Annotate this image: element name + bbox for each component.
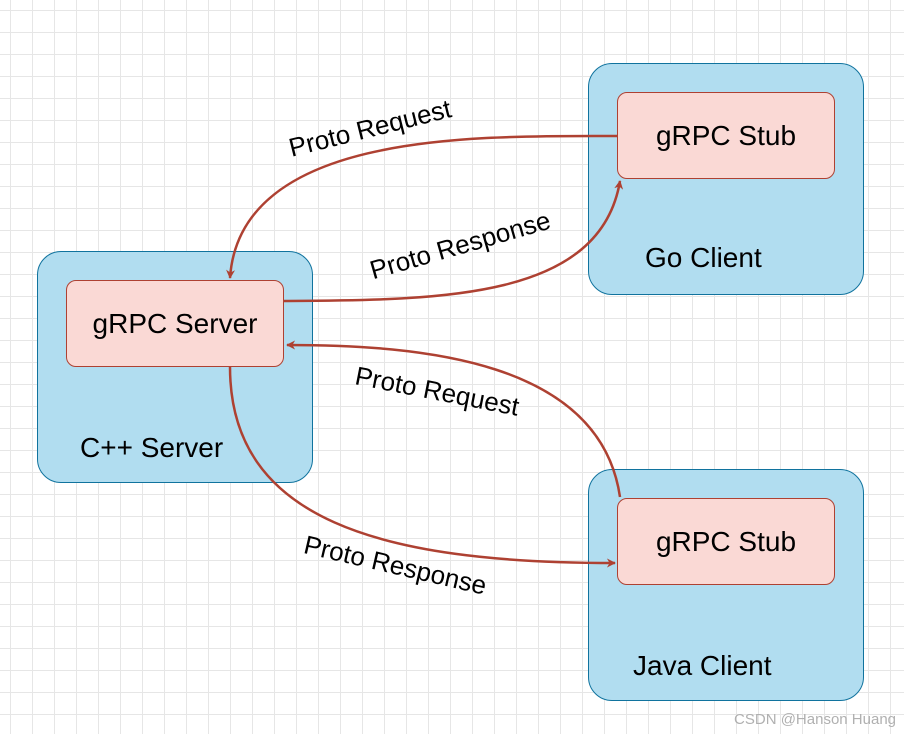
cpp-server-label: C++ Server [80, 432, 224, 463]
java-request-arrow [286, 340, 622, 498]
go-grpc-stub-box: gRPC Stub [617, 92, 835, 179]
java-response-arrow [228, 366, 616, 568]
java-grpc-stub-box: gRPC Stub [617, 498, 835, 585]
watermark: CSDN @Hanson Huang [734, 711, 896, 728]
cpp-grpc-server-box: gRPC Server [66, 280, 284, 367]
java-client-label: Java Client [633, 650, 772, 681]
go-client-label: Go Client [645, 242, 762, 273]
go-request-arrow [226, 134, 618, 279]
go-response-arrow [283, 180, 624, 303]
